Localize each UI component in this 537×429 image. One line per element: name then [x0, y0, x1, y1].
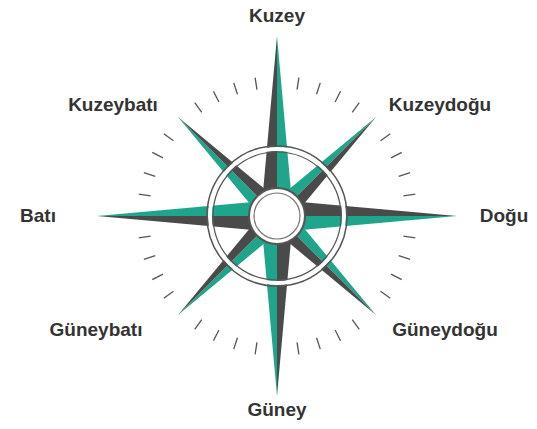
tick-mark: [317, 83, 321, 94]
direction-label: Güneybatı: [50, 320, 143, 341]
tick-mark: [335, 330, 340, 341]
tick-mark: [164, 291, 174, 298]
tick-mark: [391, 152, 402, 157]
direction-label: Kuzeydoğu: [389, 95, 491, 116]
tick-mark: [139, 194, 151, 196]
tick-mark: [297, 342, 299, 354]
tick-mark: [195, 320, 202, 330]
tick-mark: [144, 256, 155, 260]
direction-label: Doğu: [480, 206, 529, 227]
tick-mark: [195, 103, 202, 113]
tick-mark: [335, 91, 340, 102]
compass-arms: [97, 36, 457, 396]
direction-label: Kuzeybatı: [68, 95, 158, 116]
tick-mark: [152, 274, 163, 279]
tick-mark: [317, 338, 321, 349]
tick-mark: [164, 134, 174, 141]
tick-mark: [255, 342, 257, 354]
tick-mark: [234, 83, 238, 94]
tick-mark: [152, 152, 163, 157]
tick-mark: [391, 274, 402, 279]
center-disc: [249, 188, 305, 244]
outer-ring: [207, 146, 347, 286]
tick-mark: [399, 173, 410, 177]
tick-mark: [255, 78, 257, 90]
direction-label: Batı: [20, 206, 56, 227]
tick-mark: [381, 134, 391, 141]
tick-mark: [403, 236, 415, 238]
center-ring: [254, 193, 300, 239]
tick-mark: [234, 338, 238, 349]
direction-label: Güneydoğu: [392, 320, 498, 341]
tick-mark: [352, 320, 359, 330]
tick-mark: [403, 194, 415, 196]
tick-mark: [139, 236, 151, 238]
direction-label: Güney: [247, 400, 306, 421]
tick-mark: [381, 291, 391, 298]
tick-mark: [297, 78, 299, 90]
tick-mark: [213, 91, 218, 102]
tick-mark: [399, 256, 410, 260]
tick-mark: [144, 173, 155, 177]
outer-ring-gap: [210, 149, 344, 283]
tick-mark: [213, 330, 218, 341]
direction-label: Kuzey: [249, 6, 305, 27]
tick-mark: [352, 103, 359, 113]
inner-ring: [213, 152, 341, 280]
